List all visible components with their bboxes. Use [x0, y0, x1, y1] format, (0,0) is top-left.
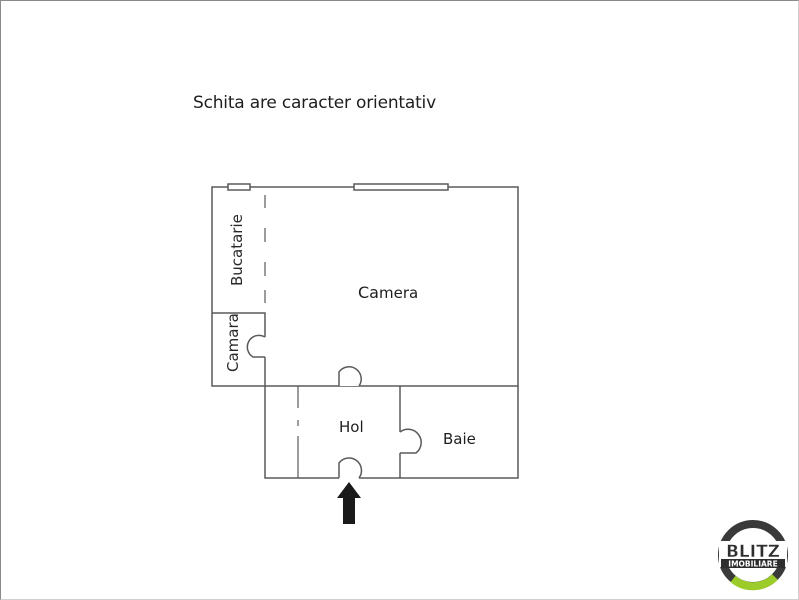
room-label-camara: Camara — [224, 313, 242, 372]
room-label-hol: Hol — [339, 418, 364, 436]
plan-caption: Schita are caracter orientativ — [193, 93, 436, 113]
entry-arrow-icon — [337, 482, 361, 524]
room-label-camera: Camera — [358, 283, 418, 302]
door-baie — [399, 428, 422, 454]
wall-camara — [212, 312, 266, 386]
window-camera — [353, 183, 449, 191]
room-label-baie: Baie — [443, 430, 476, 448]
logo-brand: BLITZ — [726, 542, 780, 562]
logo-accent-arc — [730, 574, 778, 591]
window-kitchen — [227, 183, 251, 191]
room-label-bucatarie: Bucatarie — [228, 214, 246, 286]
wall-lower — [264, 386, 519, 479]
door-hol-camera — [338, 366, 362, 387]
door-camara — [246, 334, 266, 358]
blitz-logo: BLITZ IMOBILIARE — [718, 520, 788, 591]
logo-subtitle: IMOBILIARE — [728, 560, 777, 569]
door-entry — [338, 457, 363, 479]
